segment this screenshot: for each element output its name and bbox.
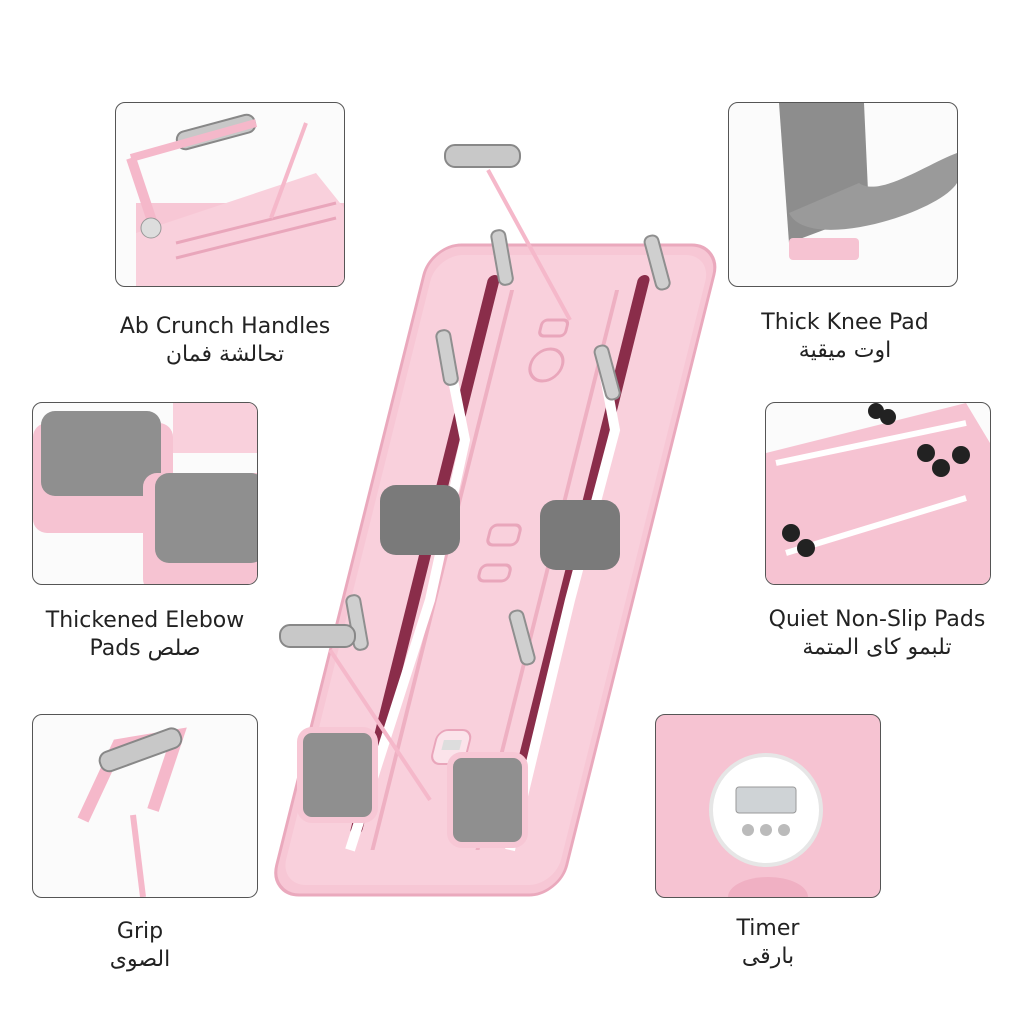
ab-crunch-handles-label: Ab Crunch Handles تحالشة فمان (110, 313, 340, 369)
feature-subtitle: الصوى (109, 947, 171, 972)
quiet-non-slip-pads-card (765, 402, 991, 585)
ab-crunch-handles-card (115, 102, 345, 287)
timer-card (655, 714, 881, 898)
thick-knee-pad-label: Thick Knee Pad اوت ميقية (730, 309, 960, 365)
feature-title: Timer (736, 916, 800, 941)
thickened-elbow-pads-label: Thickened Elebow Pads صلص (30, 607, 260, 663)
feature-title: Thickened Elebow (45, 608, 245, 633)
feature-title: Thick Knee Pad (761, 310, 929, 335)
feature-subtitle: بارقى (741, 944, 795, 969)
feature-subtitle: تلبمو كاى المتمة (802, 635, 952, 660)
main-product-image (270, 130, 730, 920)
feature-title: Grip (116, 919, 164, 944)
feature-subtitle: Pads صلص (89, 636, 201, 661)
feature-title: Ab Crunch Handles (119, 314, 331, 339)
grip-label: Grip الصوى (40, 918, 240, 974)
thickened-elbow-pads-card (32, 402, 258, 585)
thick-knee-pad-card (728, 102, 958, 287)
feature-subtitle: اوت ميقية (798, 338, 892, 363)
feature-subtitle: تحالشة فمان (165, 342, 285, 367)
quiet-non-slip-pads-label: Quiet Non-Slip Pads تلبمو كاى المتمة (762, 606, 992, 662)
timer-label: Timer بارقى (668, 915, 868, 971)
feature-title: Quiet Non-Slip Pads (768, 607, 986, 632)
grip-card (32, 714, 258, 898)
